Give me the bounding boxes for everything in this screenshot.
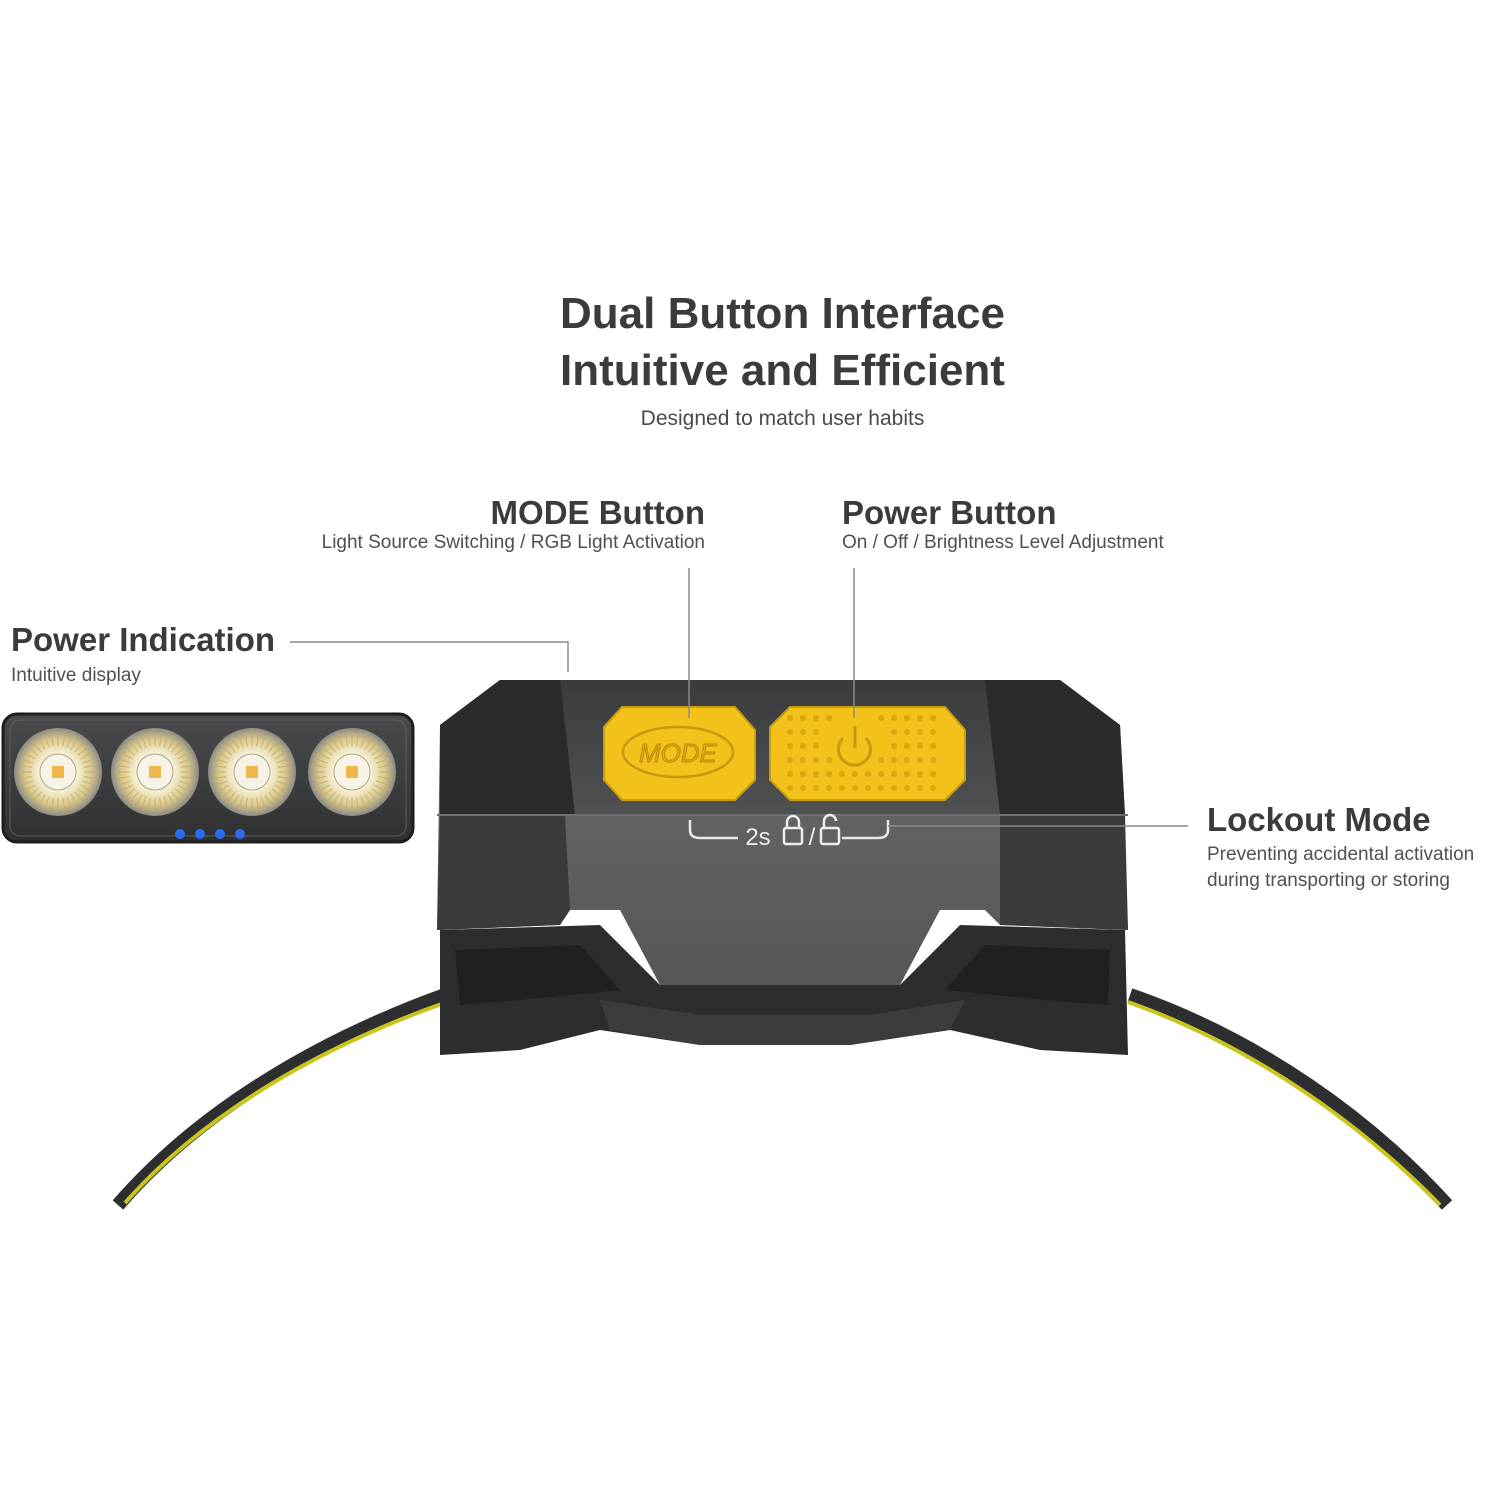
power-callout-title: Power Button [842,494,1057,531]
indication-callout-title: Power Indication [11,621,276,658]
battery-led [175,829,185,839]
power-callout-desc: On / Off / Brightness Level Adjustment [842,532,1164,553]
mode-callout-desc: Light Source Switching / RGB Light Activ… [321,532,705,553]
lockout-callout-desc-line1: Preventing accidental activation [1207,844,1475,865]
power-indication-inset [1,712,415,844]
battery-led [215,829,225,839]
led-emitter [111,728,199,816]
callout-leader-lines [290,568,1188,827]
battery-led [195,829,205,839]
unlock-icon [819,813,841,846]
led-emitter [208,728,296,816]
page-title-line1: Dual Button Interface [560,289,1005,338]
mode-button-label: MODE [639,738,718,768]
page-subtitle: Designed to match user habits [640,407,925,430]
led-emitter [308,728,396,816]
power-button[interactable] [769,706,966,801]
battery-led-row [175,829,245,839]
lock-hint: 2s / [688,813,890,851]
battery-led [235,829,245,839]
power-icon [837,726,872,767]
led-emitter [14,728,102,816]
mode-button[interactable]: MODE [603,706,756,801]
page-title-line2: Intuitive and Efficient [560,346,1005,395]
indication-callout-desc: Intuitive display [11,665,141,686]
lockout-callout-title: Lockout Mode [1207,801,1431,838]
mode-callout-title: MODE Button [490,494,705,531]
mount-bracket [440,925,1128,1055]
lock-icon [782,814,804,846]
lockout-callout-desc-line2: during transporting or storing [1207,870,1450,891]
lock-hint-text: 2s [745,824,770,851]
svg-text:/: / [809,824,816,851]
head-strap [112,988,1453,1210]
